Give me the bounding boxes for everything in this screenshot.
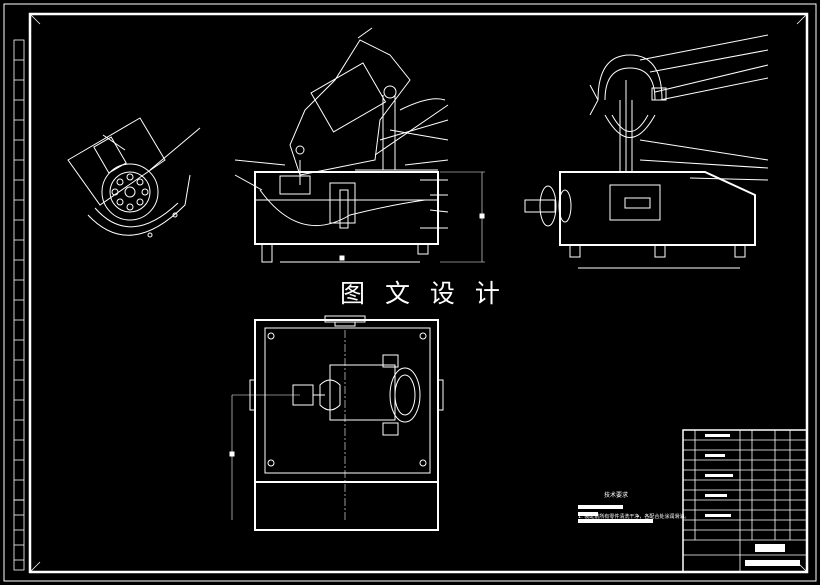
tech-requirements-line: 1. 装配前所有零件清洗干净，各配合处涂润滑油。	[578, 514, 690, 520]
top-corner-marks	[29, 13, 808, 573]
tech-requirements-title: 技术要求	[604, 492, 629, 499]
inner-border	[28, 12, 809, 574]
tech-requirements-block	[578, 505, 653, 523]
outer-border	[3, 3, 817, 582]
section-view-rotor	[67, 117, 201, 238]
title-block	[682, 429, 808, 573]
left-scale-strip	[13, 39, 25, 571]
side-view	[524, 34, 769, 269]
drawing-caption: 图 文 设 计	[340, 279, 506, 308]
front-view	[234, 27, 485, 263]
top-view	[229, 315, 444, 531]
